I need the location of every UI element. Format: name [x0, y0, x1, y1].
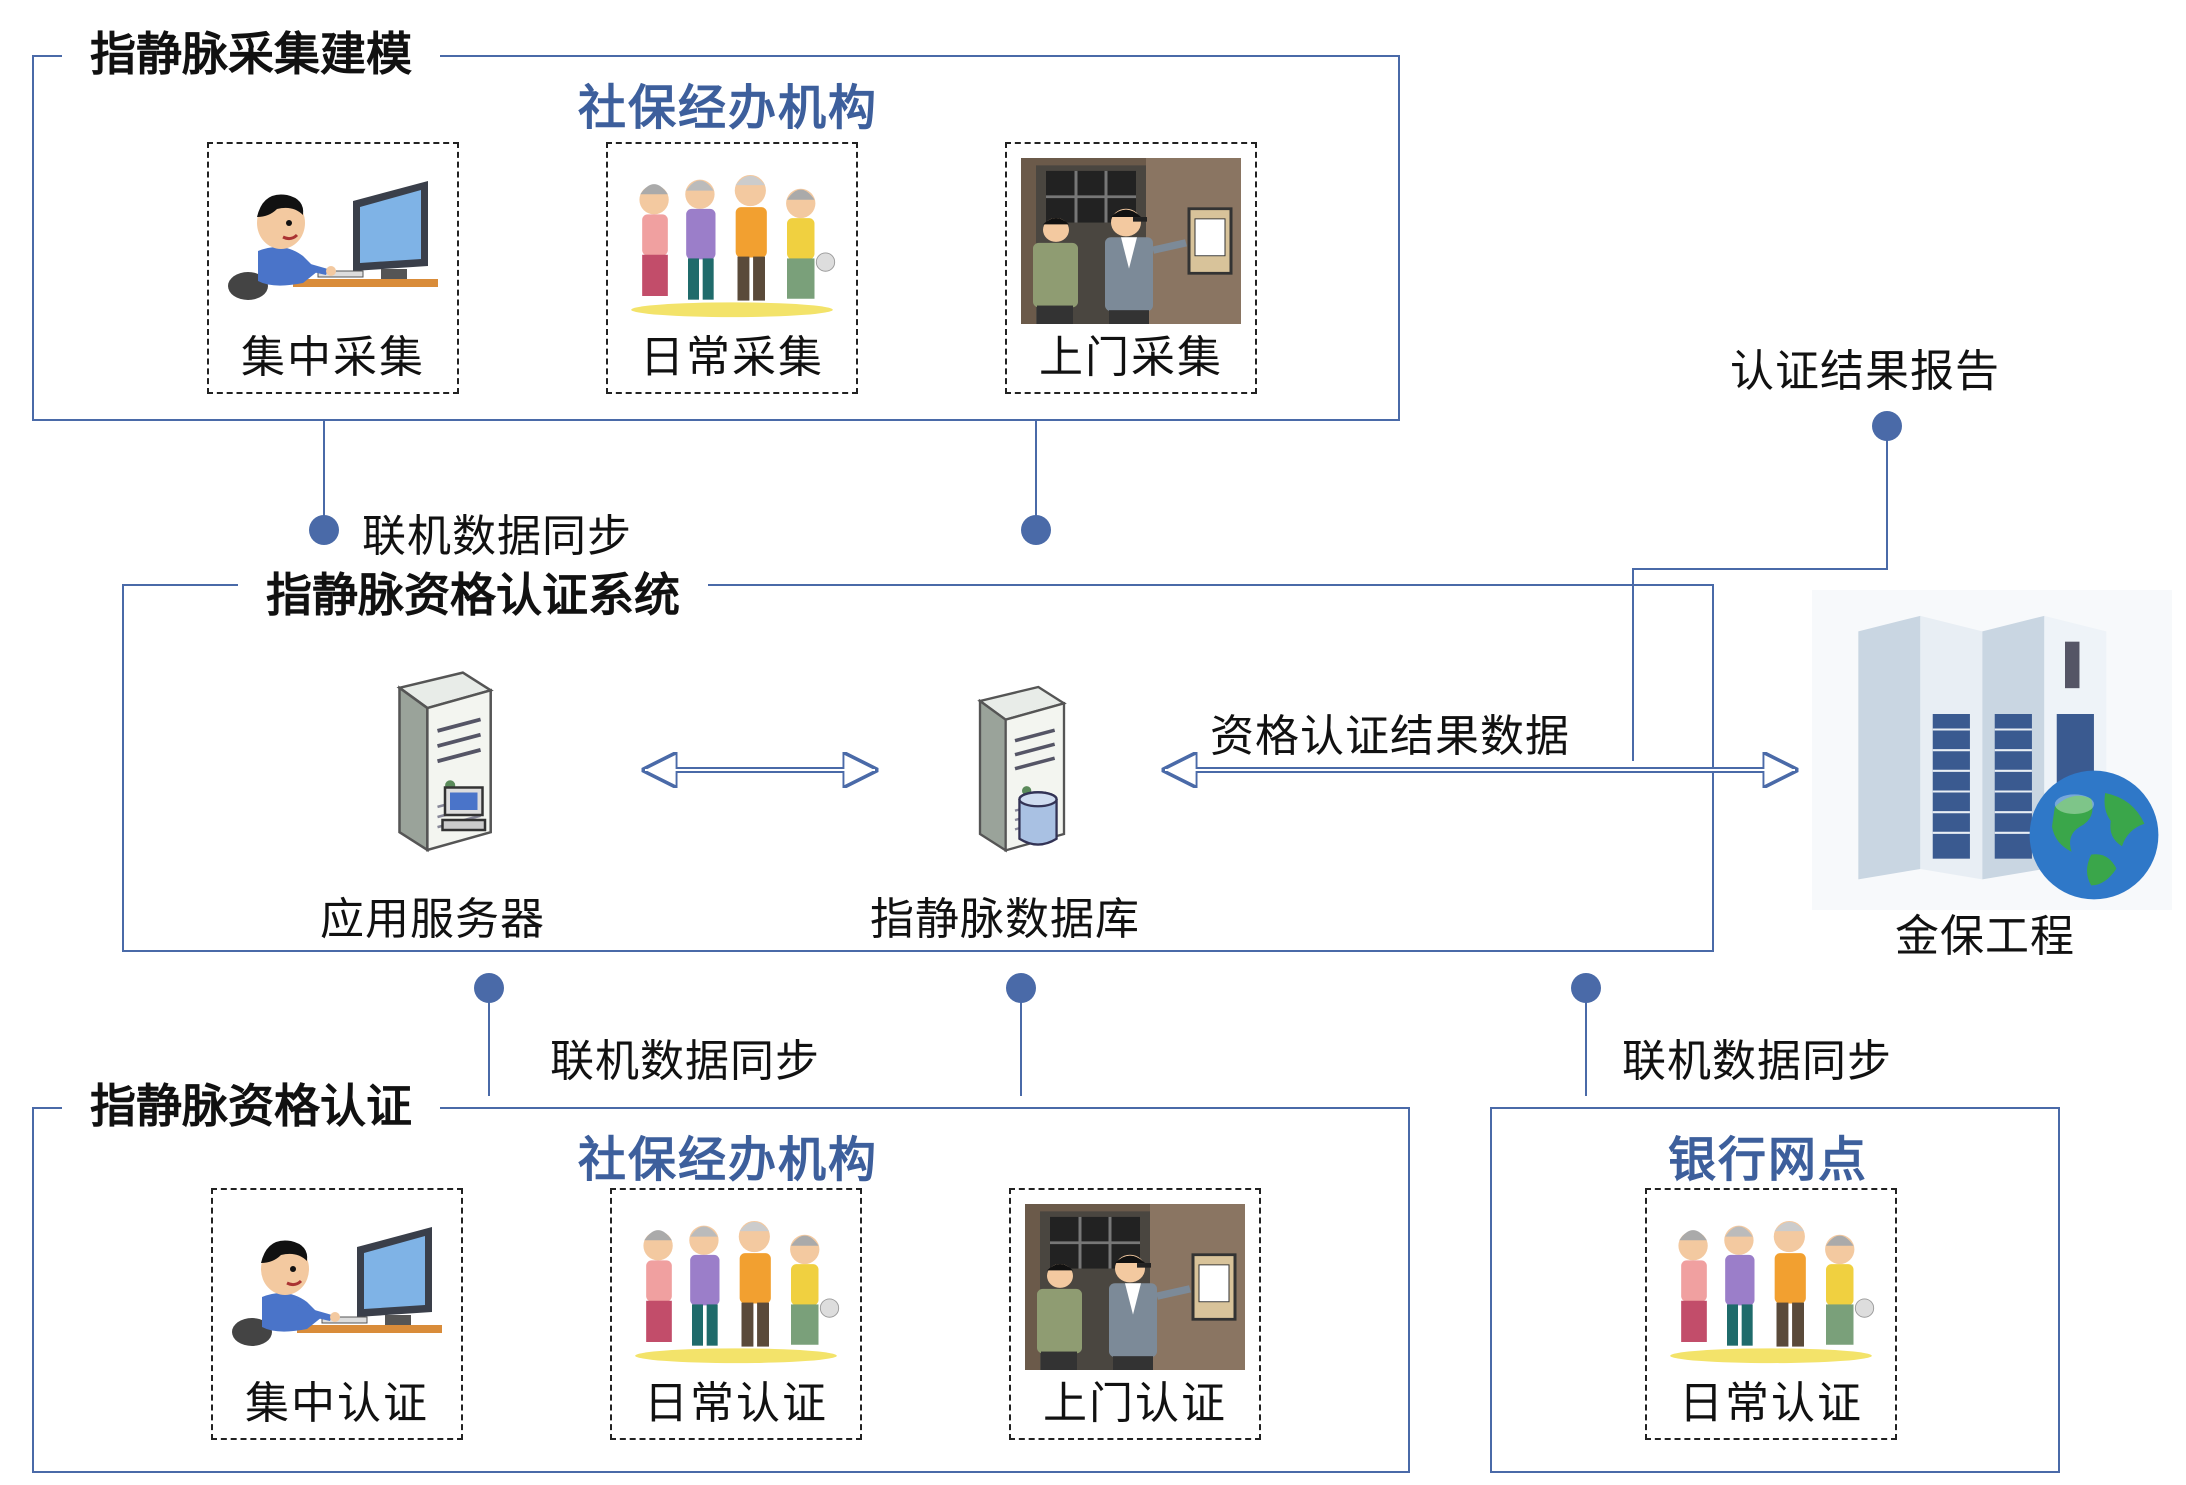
bottom-org-title: 社保经办机构 — [578, 1132, 879, 1188]
server-db-arrow — [635, 750, 885, 790]
connector-bank — [1585, 986, 1587, 1096]
app-server-label: 应用服务器 — [320, 894, 545, 945]
report-line-vertical-right — [1886, 425, 1888, 570]
connector-dot — [1021, 515, 1051, 545]
db-jinbao-arrow — [1155, 750, 1805, 790]
box-label: 集中采集 — [241, 332, 425, 383]
top-section-title: 指静脉采集建模 — [62, 24, 440, 84]
box-label: 日常认证 — [644, 1378, 828, 1429]
collect-home-box[interactable]: 上门采集 — [1005, 142, 1257, 394]
bank-title: 银行网点 — [1668, 1132, 1869, 1188]
sync-label-top: 联机数据同步 — [362, 511, 632, 562]
bank-section-frame — [1490, 1107, 2060, 1473]
person-computer-icon — [223, 158, 443, 324]
app-server-icon — [370, 665, 505, 855]
connector-dot — [474, 973, 504, 1003]
jinbao-label: 金保工程 — [1895, 911, 2075, 962]
top-section-frame — [32, 55, 1400, 421]
box-label: 上门采集 — [1039, 332, 1223, 383]
bottom-section-frame — [32, 1107, 1410, 1473]
elderly-group-icon — [626, 1204, 846, 1370]
globe-icon — [2024, 765, 2164, 905]
system-title: 指静脉资格认证系统 — [238, 565, 708, 625]
connector-dot — [309, 515, 339, 545]
connector-dot — [1571, 973, 1601, 1003]
auth-home-box[interactable]: 上门认证 — [1009, 1188, 1261, 1440]
bottom-section-title: 指静脉资格认证 — [62, 1076, 440, 1136]
sync-label-bottom: 联机数据同步 — [550, 1036, 820, 1087]
report-line-horizontal — [1632, 568, 1888, 570]
report-line-vertical-left — [1632, 568, 1634, 761]
box-label: 日常采集 — [640, 332, 824, 383]
person-computer-icon — [227, 1204, 447, 1370]
database-label: 指静脉数据库 — [870, 894, 1140, 945]
connector-dot — [1006, 973, 1036, 1003]
box-label: 集中认证 — [245, 1378, 429, 1429]
elderly-group-icon — [622, 158, 842, 324]
sync-label-bank: 联机数据同步 — [1622, 1036, 1892, 1087]
report-dot — [1872, 411, 1902, 441]
elderly-group-icon — [1661, 1204, 1881, 1370]
connector-bottom-right — [1020, 986, 1022, 1096]
auth-daily-box[interactable]: 日常认证 — [610, 1188, 862, 1440]
top-org-title: 社保经办机构 — [578, 80, 879, 136]
collect-daily-box[interactable]: 日常采集 — [606, 142, 858, 394]
home-visit-icon — [1025, 1204, 1245, 1370]
home-visit-icon — [1021, 158, 1241, 324]
bank-daily-box[interactable]: 日常认证 — [1645, 1188, 1897, 1440]
collect-centralized-box[interactable]: 集中采集 — [207, 142, 459, 394]
auth-centralized-box[interactable]: 集中认证 — [211, 1188, 463, 1440]
connector-top-right — [1035, 420, 1037, 530]
box-label: 上门认证 — [1043, 1378, 1227, 1429]
database-server-icon — [950, 680, 1080, 855]
report-label: 认证结果报告 — [1730, 346, 2000, 397]
connector-top-left — [323, 420, 325, 530]
connector-bottom-left — [488, 986, 490, 1096]
box-label: 日常认证 — [1679, 1378, 1863, 1429]
